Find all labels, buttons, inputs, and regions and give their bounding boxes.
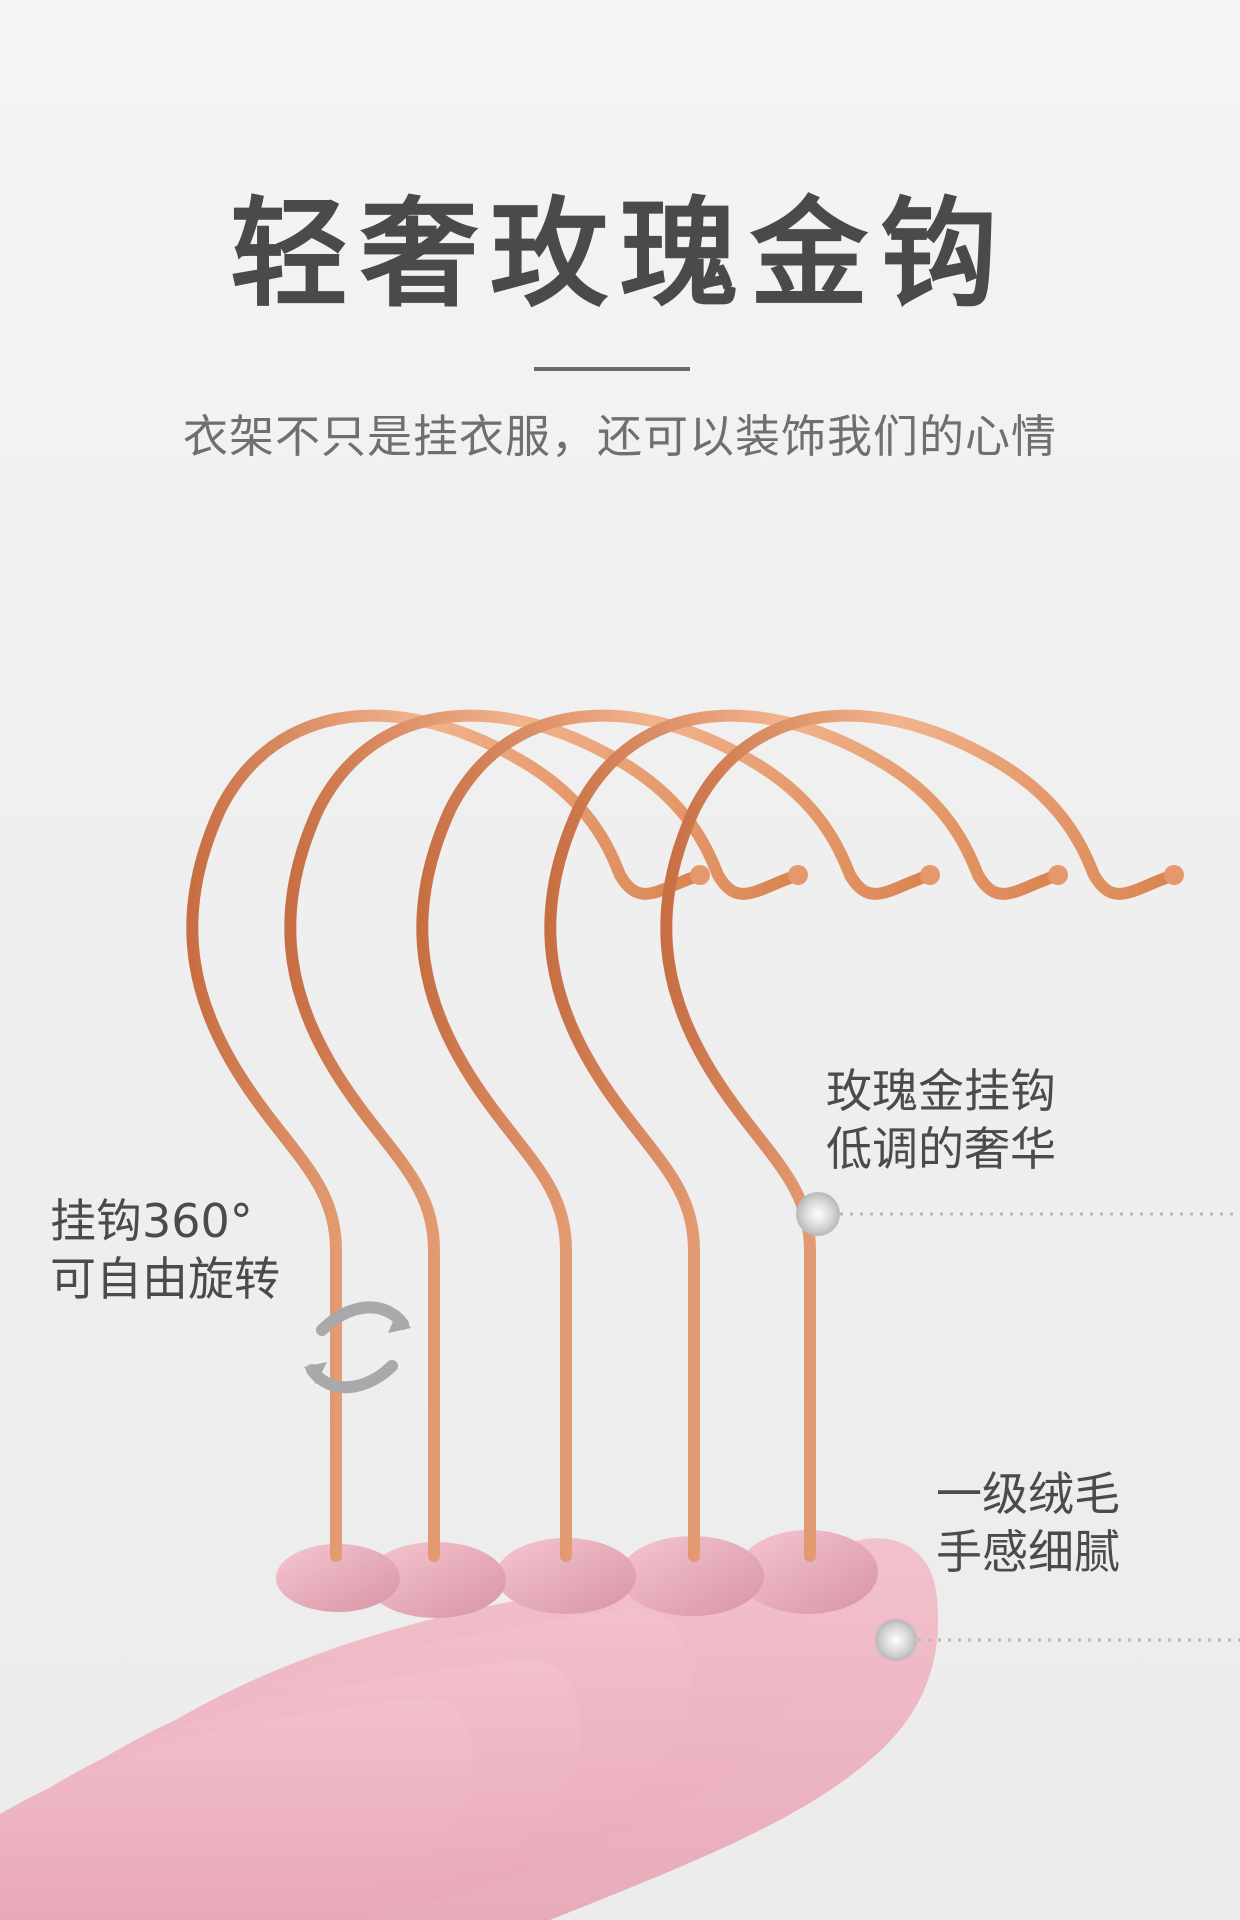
hanger-neck-2 (366, 1542, 506, 1618)
flock-callout: 一级绒毛 手感细腻 (936, 1466, 1120, 1581)
flock-callout-line2: 手感细腻 (936, 1524, 1120, 1579)
hook-wire-2 (284, 709, 804, 1562)
hanger-neck-5 (738, 1530, 878, 1614)
hook-tip-2 (788, 865, 808, 885)
hook-wire-5 (660, 709, 1180, 1562)
rotation-indicator (304, 1301, 411, 1394)
rotation-arrow-bottom-head-icon (304, 1362, 327, 1384)
hook-group (186, 709, 1184, 1562)
hanger-body-1 (0, 1697, 473, 1920)
page-title: 轻奢玫瑰金钩 (229, 185, 1010, 323)
title-divider (534, 367, 690, 371)
hanger-neck-4 (620, 1536, 764, 1616)
flock-callout-line1: 一级绒毛 (936, 1467, 1120, 1521)
hanger-neck-3 (496, 1538, 636, 1614)
hook-tip-4 (1048, 865, 1068, 885)
hanger-neck-1 (276, 1544, 400, 1612)
hook-callout-dot (796, 1192, 840, 1236)
rotation-callout: 挂钩360° 可自由旋转 (50, 1193, 280, 1308)
rotation-callout-line1: 挂钩360° (50, 1194, 253, 1248)
hook-tip-1 (690, 865, 710, 885)
hook-callout: 玫瑰金挂钩 低调的奢华 (826, 1063, 1056, 1178)
hook-callout-line1: 玫瑰金挂钩 (826, 1064, 1056, 1118)
rotation-arrow-top-head-icon (388, 1310, 411, 1333)
flock-callout-marker (875, 1619, 1240, 1661)
hook-wire-3 (416, 709, 936, 1562)
hook-wire-4 (544, 709, 1064, 1562)
hanger-body-group (0, 1530, 938, 1920)
hook-callout-marker (796, 1192, 1240, 1236)
rotation-arrow-bottom-icon (306, 1360, 398, 1394)
hook-wire-1 (186, 709, 706, 1562)
hook-callout-line2: 低调的奢华 (826, 1121, 1056, 1176)
hook-tip-5 (1164, 865, 1184, 885)
flock-callout-dot (875, 1619, 917, 1661)
hook-tip-3 (920, 865, 940, 885)
page-subtitle: 衣架不只是挂衣服，还可以装饰我们的心情 (182, 410, 1057, 463)
rotation-callout-line2: 可自由旋转 (50, 1251, 280, 1306)
